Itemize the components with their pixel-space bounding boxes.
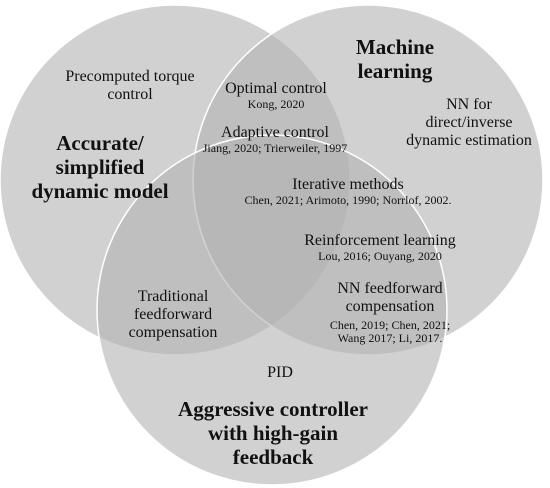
circle-aggressive-controller — [96, 134, 448, 486]
set-label-aggressive-controller: Aggressive controller with high-gain fee… — [178, 397, 368, 469]
set-label-machine-learning: Machine learning — [355, 35, 435, 83]
region-optimal-control: Optimal control Kong, 2020 — [225, 80, 327, 111]
region-nn-feedforward: NN feedforward compensation Chen, 2019; … — [329, 280, 451, 346]
region-reinforcement-learning: Reinforcement learning Lou, 2016; Ouyang… — [304, 232, 456, 263]
region-traditional-feedforward: Traditional feedforward compensation — [128, 288, 218, 341]
set-label-dynamic-model: Accurate/ simplified dynamic model — [31, 131, 169, 203]
region-nn-direct-inverse: NN for direct/inverse dynamic estimation — [406, 96, 532, 149]
region-iterative-methods: Iterative methods Chen, 2021; Arimoto, 1… — [244, 176, 452, 207]
region-pid: PID — [267, 364, 293, 381]
region-adaptive-control: Adaptive control Jiang, 2020; Trierweile… — [202, 124, 348, 155]
region-precomputed-torque: Precomputed torque control — [65, 68, 195, 103]
